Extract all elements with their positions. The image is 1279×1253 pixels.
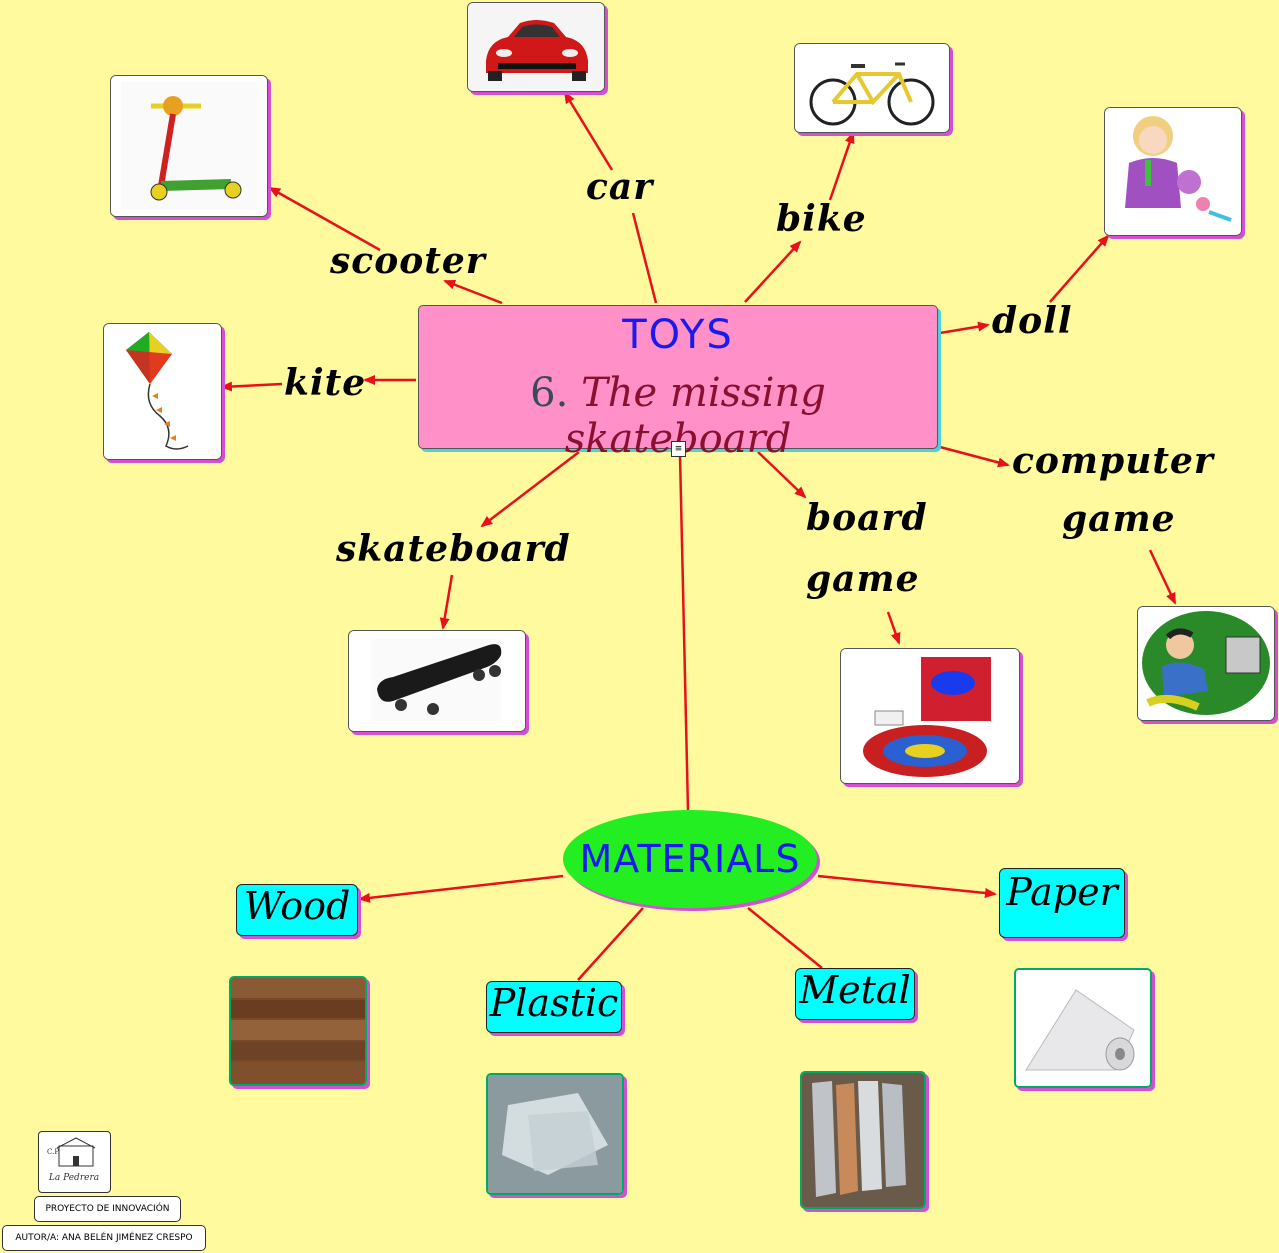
label-doll: doll bbox=[992, 300, 1073, 342]
label-skateboard: skateboard bbox=[336, 528, 571, 570]
bike-image[interactable] bbox=[794, 43, 950, 133]
label-board-game-2: game bbox=[806, 558, 920, 600]
kite-image[interactable] bbox=[103, 323, 222, 460]
materials-node[interactable]: MATERIALS bbox=[563, 810, 817, 908]
logo-school-name: La Pedrera bbox=[48, 1173, 99, 1183]
label-scooter: scooter bbox=[330, 240, 486, 282]
school-logo: C.P. La Pedrera bbox=[38, 1131, 111, 1193]
label-computer-game-2: game bbox=[1062, 498, 1176, 540]
car-image[interactable] bbox=[467, 2, 605, 92]
link-scooter-1 bbox=[443, 279, 503, 305]
link-car-2 bbox=[563, 91, 614, 171]
link-scooter-2 bbox=[268, 186, 381, 252]
link-computer-2 bbox=[1148, 549, 1177, 605]
central-title: TOYS bbox=[622, 312, 734, 358]
label-kite: kite bbox=[284, 362, 367, 404]
scooter-image[interactable] bbox=[110, 75, 268, 217]
link-computer-1 bbox=[939, 445, 1010, 468]
label-car: car bbox=[586, 166, 654, 208]
note-icon[interactable]: ≡ bbox=[671, 441, 686, 457]
label-bike: bike bbox=[776, 198, 867, 240]
link-boardgame-1 bbox=[757, 451, 807, 499]
link-kite-2 bbox=[220, 381, 283, 392]
link-materials bbox=[678, 454, 690, 811]
link-skateboard-2 bbox=[439, 574, 454, 630]
link-skateboard-1 bbox=[480, 451, 580, 528]
computer-game-image[interactable] bbox=[1137, 606, 1275, 721]
link-metal bbox=[747, 907, 823, 969]
wood-image[interactable] bbox=[229, 976, 367, 1086]
logo-text-top: C.P. bbox=[47, 1148, 60, 1156]
link-plastic bbox=[577, 907, 644, 981]
unit-number: 6. bbox=[530, 370, 569, 416]
label-board-game-1: board bbox=[806, 497, 928, 539]
material-plastic-label[interactable]: Plastic bbox=[486, 981, 622, 1033]
skateboard-image[interactable] bbox=[348, 630, 526, 732]
link-doll-2 bbox=[1049, 234, 1110, 303]
link-bike-2 bbox=[828, 131, 855, 201]
credit-project: PROYECTO DE INNOVACIÓN bbox=[34, 1196, 181, 1222]
central-subtitle: The missing skateboard bbox=[564, 370, 826, 462]
material-paper-label[interactable]: Paper bbox=[999, 868, 1125, 938]
link-bike-1 bbox=[744, 240, 802, 303]
link-doll-1 bbox=[939, 321, 990, 335]
plastic-image[interactable] bbox=[486, 1073, 624, 1195]
link-boardgame-2 bbox=[886, 611, 901, 645]
paper-image[interactable] bbox=[1014, 968, 1152, 1088]
central-topic-box[interactable]: TOYS 6. The missing skateboard bbox=[418, 305, 938, 462]
credit-author: AUTOR/A: ANA BELÉN JIMÉNEZ CRESPO bbox=[2, 1225, 206, 1251]
link-car-1 bbox=[631, 212, 658, 304]
link-paper bbox=[817, 874, 997, 898]
metal-image[interactable] bbox=[800, 1071, 926, 1209]
material-metal-label[interactable]: Metal bbox=[795, 968, 915, 1020]
label-computer-game-1: computer bbox=[1012, 440, 1214, 482]
doll-image[interactable] bbox=[1104, 107, 1242, 236]
board-game-image[interactable] bbox=[840, 648, 1020, 784]
link-wood bbox=[358, 874, 564, 903]
material-wood-label[interactable]: Wood bbox=[236, 884, 358, 936]
